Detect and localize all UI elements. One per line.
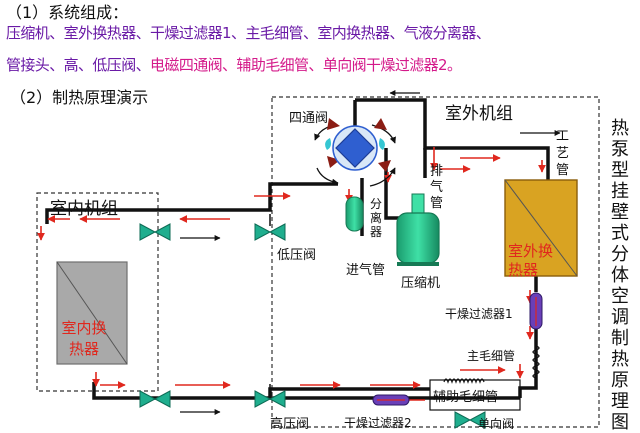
system-title: （1）系统组成： [6,3,129,22]
four-way-valve [332,125,378,171]
indoor-upper-valve-b [153,223,171,241]
label-compressor: 压缩机 [401,275,440,291]
indoor-heat-exchanger [56,261,128,365]
indoor-lower-valve [139,390,157,408]
label-check-valve: 单向阀 [478,416,514,429]
demo-title: （2）制热原理演示 [10,88,149,107]
label-intake-pipe: 进气管 [346,262,385,278]
indoor-upper-valve [139,223,157,241]
label-four-way-valve: 四通阀 [289,111,328,126]
outdoor-heat-exchanger [504,179,578,277]
four-way-blobs [325,138,385,150]
side-title: 热泵型挂壁式分体空调制热原理图 [611,118,629,433]
label-aux-capillary: 辅助毛细管 [433,390,498,405]
label-high-pressure-valve: 高压阀 [270,416,309,429]
indoor-unit-border [36,192,159,392]
components-line-2b: 电磁四通阀、辅助毛细管、单向阀干燥过滤器2。 [150,56,462,74]
black-arrows [180,90,561,415]
label-dry-filter-2: 干燥过滤器2 [344,416,412,429]
low-pressure-valve-b [268,223,286,241]
compressor [396,193,440,266]
components-line-2a: 管接头、高、低压阀、 [6,56,151,74]
label-low-pressure-valve: 低压阀 [277,248,316,263]
label-indoor-unit: 室内机组 [50,199,118,219]
components-line-1: 压缩机、室外换热器、干燥过滤器1、主毛细管、室内换热器、气液分离器、 [6,24,491,42]
valves [139,223,486,429]
label-process-pipe: 工艺管 [556,129,570,178]
aux-capillary-box [429,379,521,411]
dry-filter-1 [529,292,543,330]
check-valve [454,411,472,429]
main-capillary-coil [532,345,540,379]
high-pressure-valve [254,390,272,408]
separator [345,196,364,232]
indoor-lower-valve-b [153,390,171,408]
low-pressure-valve [254,223,272,241]
label-outdoor-hx: 室外换热器 [508,242,554,279]
label-outdoor-unit: 室外机组 [445,104,513,124]
check-valve-b [468,411,486,429]
dry-filter-2 [372,394,410,406]
outdoor-unit-border [271,96,600,428]
label-indoor-hx: 室内换热器 [61,319,107,358]
label-main-capillary: 主毛细管 [467,348,515,363]
high-pressure-valve-b [268,390,286,408]
components-line-2: 管接头、高、低压阀、电磁四通阀、辅助毛细管、单向阀干燥过滤器2。 [6,56,462,74]
label-dry-filter-1: 干燥过滤器1 [445,307,513,321]
label-exhaust-pipe: 排气管 [430,164,444,211]
label-separator: 分离器 [370,197,383,239]
